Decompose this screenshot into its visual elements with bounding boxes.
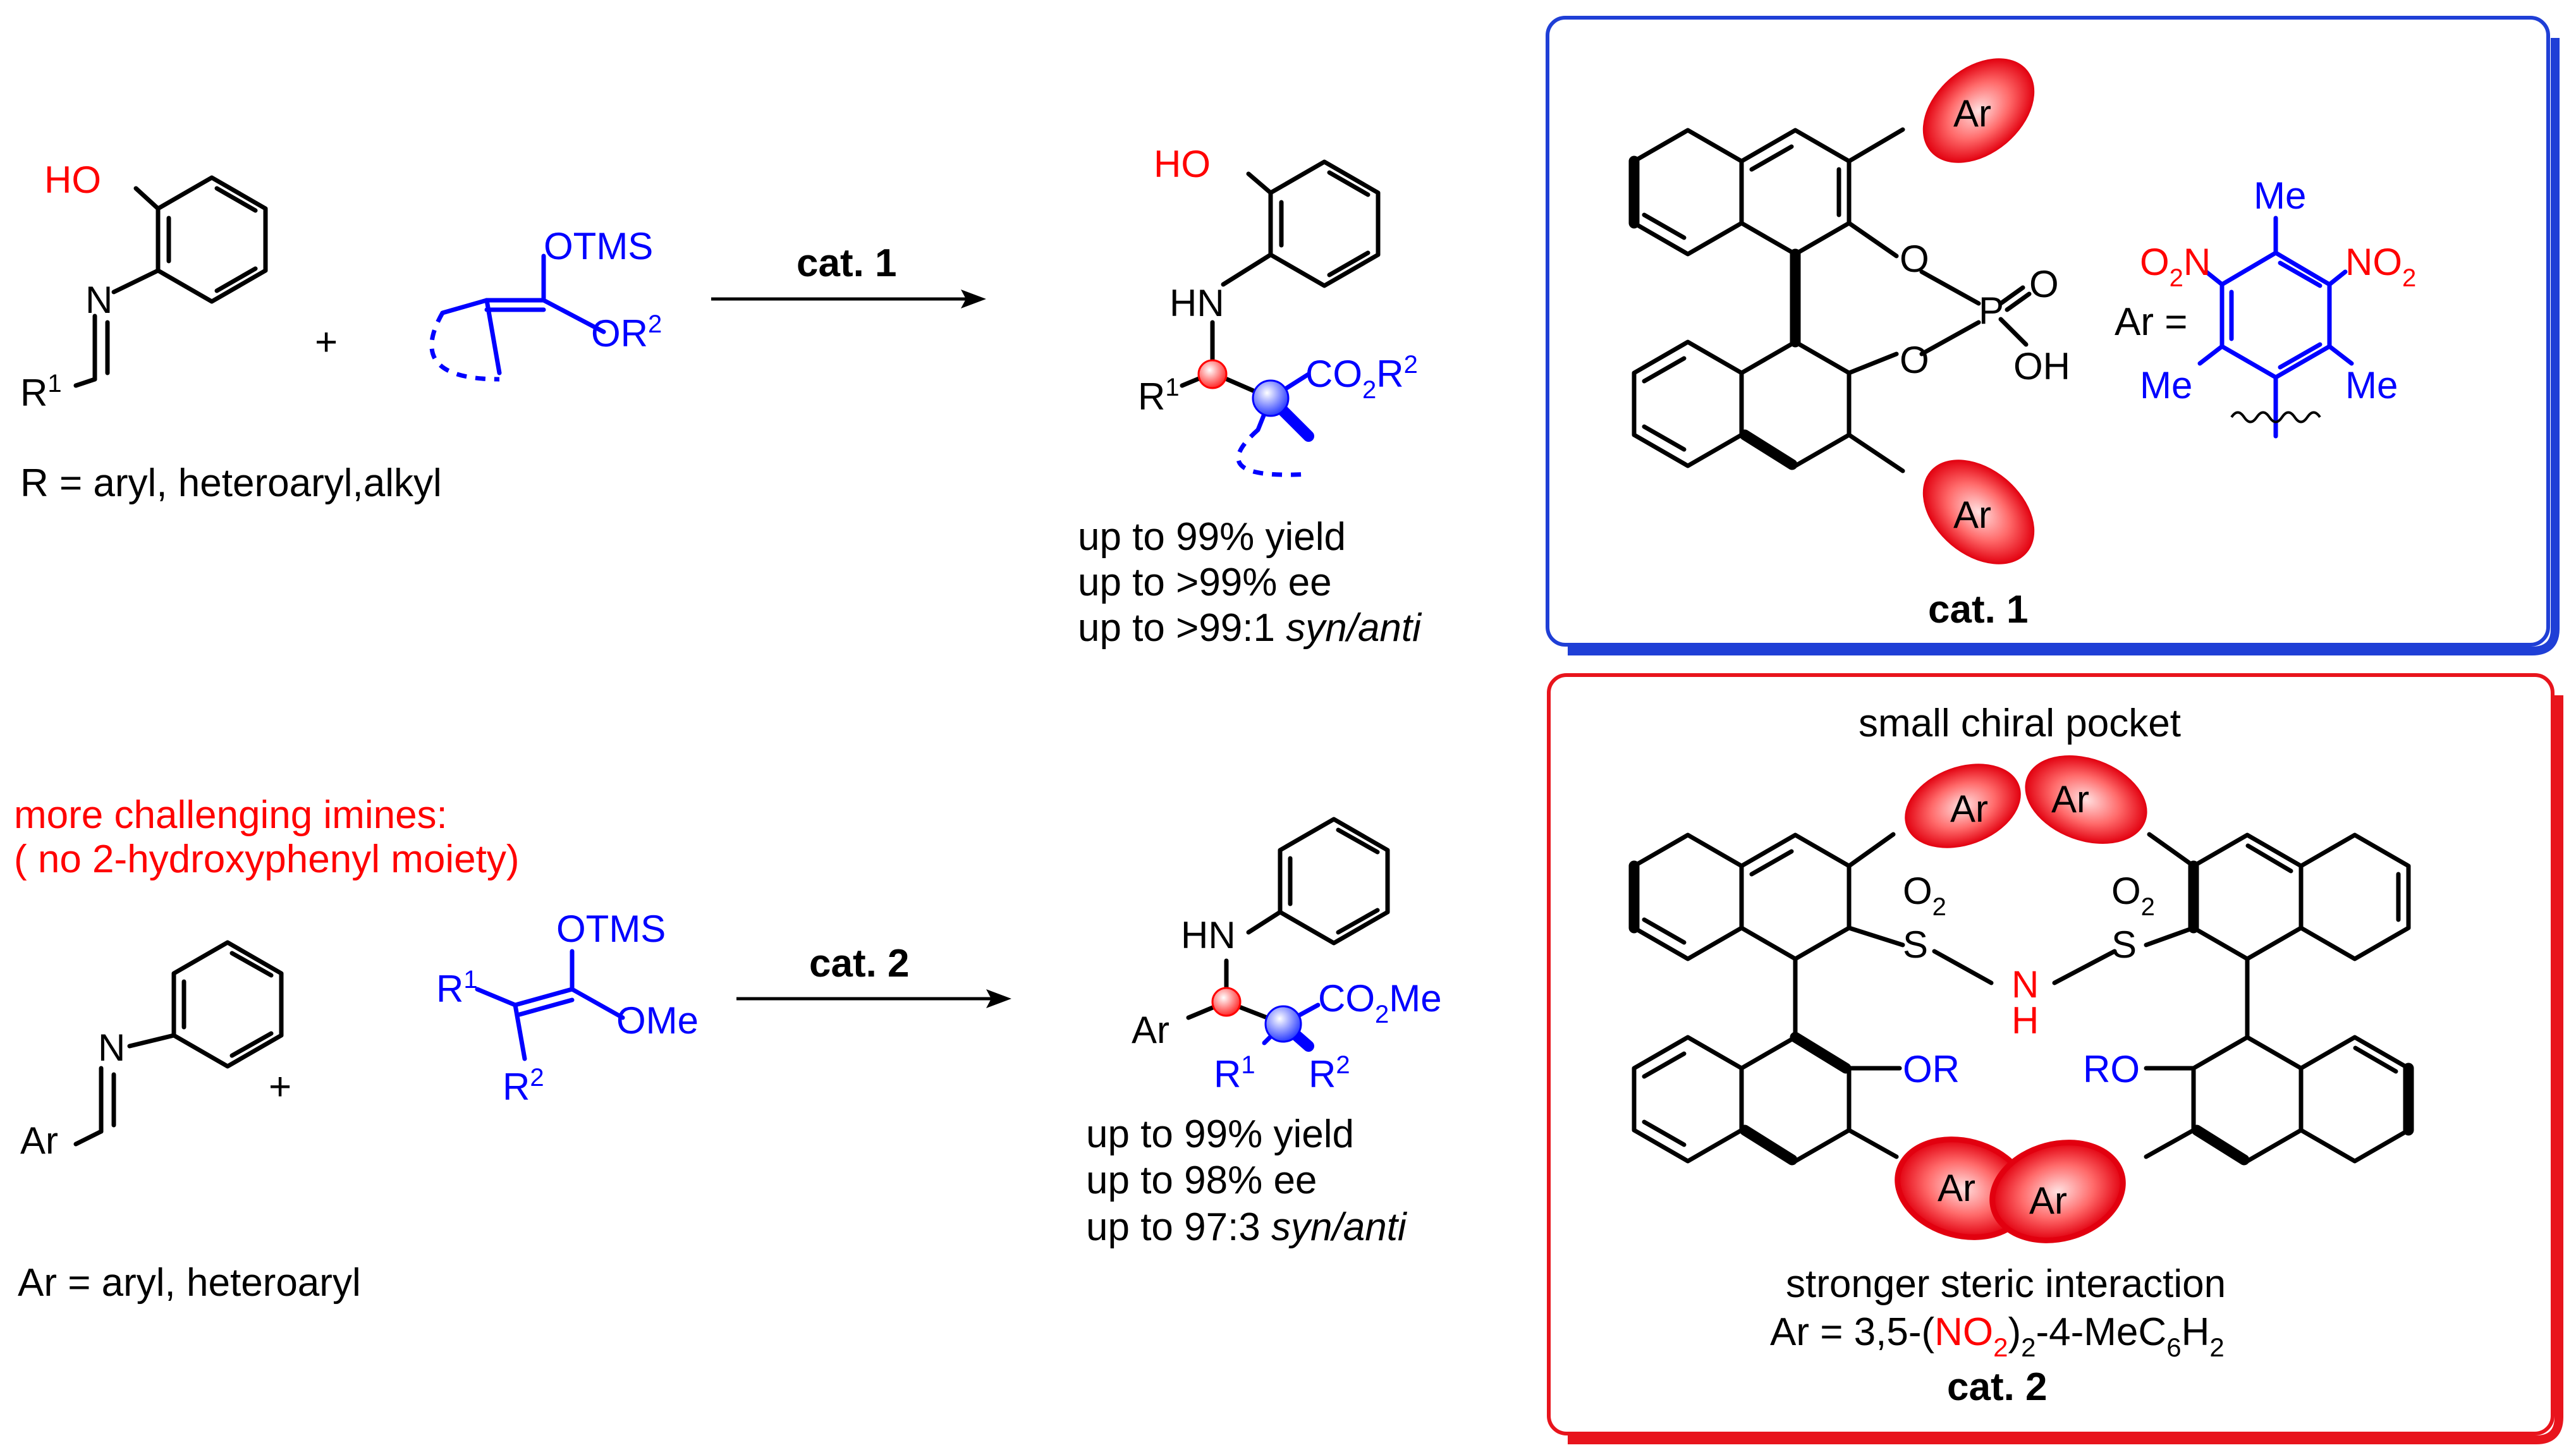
cat1-oh-label: OH xyxy=(2013,345,2070,387)
ar-substituent-definition: Ar = aryl, heteroaryl xyxy=(18,1261,361,1305)
top-reaction-arrow: cat. 1 xyxy=(711,241,986,308)
bottom-reactant-r2-label: R2 xyxy=(503,1064,544,1108)
bottom-product-ester-label: CO2Me xyxy=(1318,977,1442,1028)
cat1-no2-label: NO2 xyxy=(2345,241,2416,292)
otms-label: OTMS xyxy=(544,225,653,267)
cat1-p-label: P xyxy=(1979,289,2004,332)
cat1-o2n-label: O2N xyxy=(2140,241,2211,292)
cat1-me-top: Me xyxy=(2254,174,2306,217)
cat2-n-label: N xyxy=(2011,963,2039,1006)
bottom-imine-n-label: N xyxy=(98,1027,125,1069)
cat2-ar-formula: Ar = 3,5-(NO2)2-4-MeC6H2 xyxy=(1770,1310,2225,1362)
cat2-panel: small chiral pocket xyxy=(1547,673,2563,1444)
top-ee: up to >99% ee xyxy=(1078,561,1332,604)
top-product: HO HN R1 CO2R2 xyxy=(1138,143,1418,477)
cat1-label: cat. 1 xyxy=(1928,588,2029,631)
cat1-panel-shadow xyxy=(1568,38,2560,655)
bottom-ee: up to 98% ee xyxy=(1086,1159,1317,1202)
cat2-or-left: OR xyxy=(1903,1048,1960,1090)
cat1-panel: Ar Ar O O P O OH Ar = Me O2N NO2 Me Me c… xyxy=(1546,16,2560,655)
cat2-ar-tr-ellipse xyxy=(2025,755,2147,844)
cat2-ro-right: RO xyxy=(2083,1048,2140,1090)
imine-n-label: N xyxy=(85,279,113,321)
bottom-dr: up to 97:3 syn/anti xyxy=(1086,1205,1408,1249)
challenge-note-line1: more challenging imines: xyxy=(14,793,448,837)
cat2-ar-bl-label: Ar xyxy=(1938,1167,1975,1209)
cat1-ar-bottom-label: Ar xyxy=(1953,494,1991,536)
top-results: up to 99% yield up to >99% ee up to >99:… xyxy=(1078,515,1422,650)
bottom-product-nh-label: HN xyxy=(1181,914,1236,956)
cat1-me-right: Me xyxy=(2345,364,2398,406)
bottom-product: HN Ar CO2Me R1 R2 xyxy=(1132,817,1442,1095)
challenge-note-line2: ( no 2-hydroxyphenyl moiety) xyxy=(14,838,519,881)
cat1-o1-label: O xyxy=(1900,238,1929,280)
cat2-label: cat. 2 xyxy=(1947,1365,2048,1409)
cat1-p-oxo-label: O xyxy=(2029,263,2059,305)
bottom-ome-label: OMe xyxy=(616,999,699,1042)
top-dr: up to >99:1 syn/anti xyxy=(1078,606,1422,650)
cat2-ar-tr-label: Ar xyxy=(2051,778,2089,820)
cat2-panel-shadow xyxy=(1568,695,2563,1444)
cat2-s-right: S xyxy=(2111,923,2137,966)
cat1-ar-equals: Ar = xyxy=(2115,300,2187,344)
cat1-me-left: Me xyxy=(2140,364,2192,406)
cat2-s-left: S xyxy=(1903,923,1928,966)
cat2-o2-left: O2 xyxy=(1903,870,1946,921)
bottom-product-r1-label: R1 xyxy=(1214,1051,1255,1095)
bottom-yield: up to 99% yield xyxy=(1086,1112,1354,1156)
hydroxyl-label: HO xyxy=(44,159,101,201)
bottom-product-r2-label: R2 xyxy=(1309,1051,1350,1095)
cat2-ar-br-ellipse xyxy=(1989,1140,2126,1243)
cat2-pocket-label: small chiral pocket xyxy=(1859,702,2181,745)
cat2-ar-br-label: Ar xyxy=(2029,1179,2067,1222)
cat2-steric-label: stronger steric interaction xyxy=(1786,1262,2226,1306)
cat1-ar-top-ellipse xyxy=(1922,58,2035,163)
product-hydroxyl-label: HO xyxy=(1154,143,1211,185)
cat2-ar-tl-label: Ar xyxy=(1950,788,1988,830)
cat1-o2-label: O xyxy=(1900,339,1929,381)
top-arrow-catalyst-label: cat. 1 xyxy=(797,241,897,285)
plus-sign-bottom: + xyxy=(269,1065,291,1109)
bottom-otms-label: OTMS xyxy=(556,908,666,950)
bottom-imine-ar-label: Ar xyxy=(20,1119,58,1162)
bottom-silyl-ketene-acetal: OTMS OMe R1 R2 xyxy=(436,908,699,1108)
cat2-o2-right: O2 xyxy=(2111,870,2155,921)
bottom-arrow-catalyst-label: cat. 2 xyxy=(809,942,910,985)
product-nh-label: HN xyxy=(1169,282,1224,324)
cat1-ar-top-label: Ar xyxy=(1953,92,1991,135)
r-substituent-definition: R = aryl, heteroaryl,alkyl xyxy=(20,461,442,505)
cat2-h-label: H xyxy=(2011,999,2039,1042)
bottom-results: up to 99% yield up to 98% ee up to 97:3 … xyxy=(1086,1112,1408,1249)
r1-label: R1 xyxy=(20,370,62,414)
product-r1-label: R1 xyxy=(1138,374,1180,418)
top-silyl-ketene-acetal: OTMS OR2 xyxy=(429,225,662,382)
or2-label: OR2 xyxy=(591,310,662,355)
cat1-ar-bottom-ellipse xyxy=(1922,460,2035,564)
product-ester-label: CO2R2 xyxy=(1305,351,1418,404)
top-yield: up to 99% yield xyxy=(1078,515,1346,559)
bottom-imine-reactant: N Ar xyxy=(20,940,284,1162)
plus-sign-top: + xyxy=(315,320,338,364)
top-imine-reactant: HO N R1 xyxy=(20,159,268,414)
bottom-reaction-arrow: cat. 2 xyxy=(736,942,1011,1008)
bottom-product-ar-label: Ar xyxy=(1132,1009,1169,1051)
bottom-reactant-r1-label: R1 xyxy=(436,966,478,1010)
cat2-ar-tl-ellipse xyxy=(1905,764,2021,848)
